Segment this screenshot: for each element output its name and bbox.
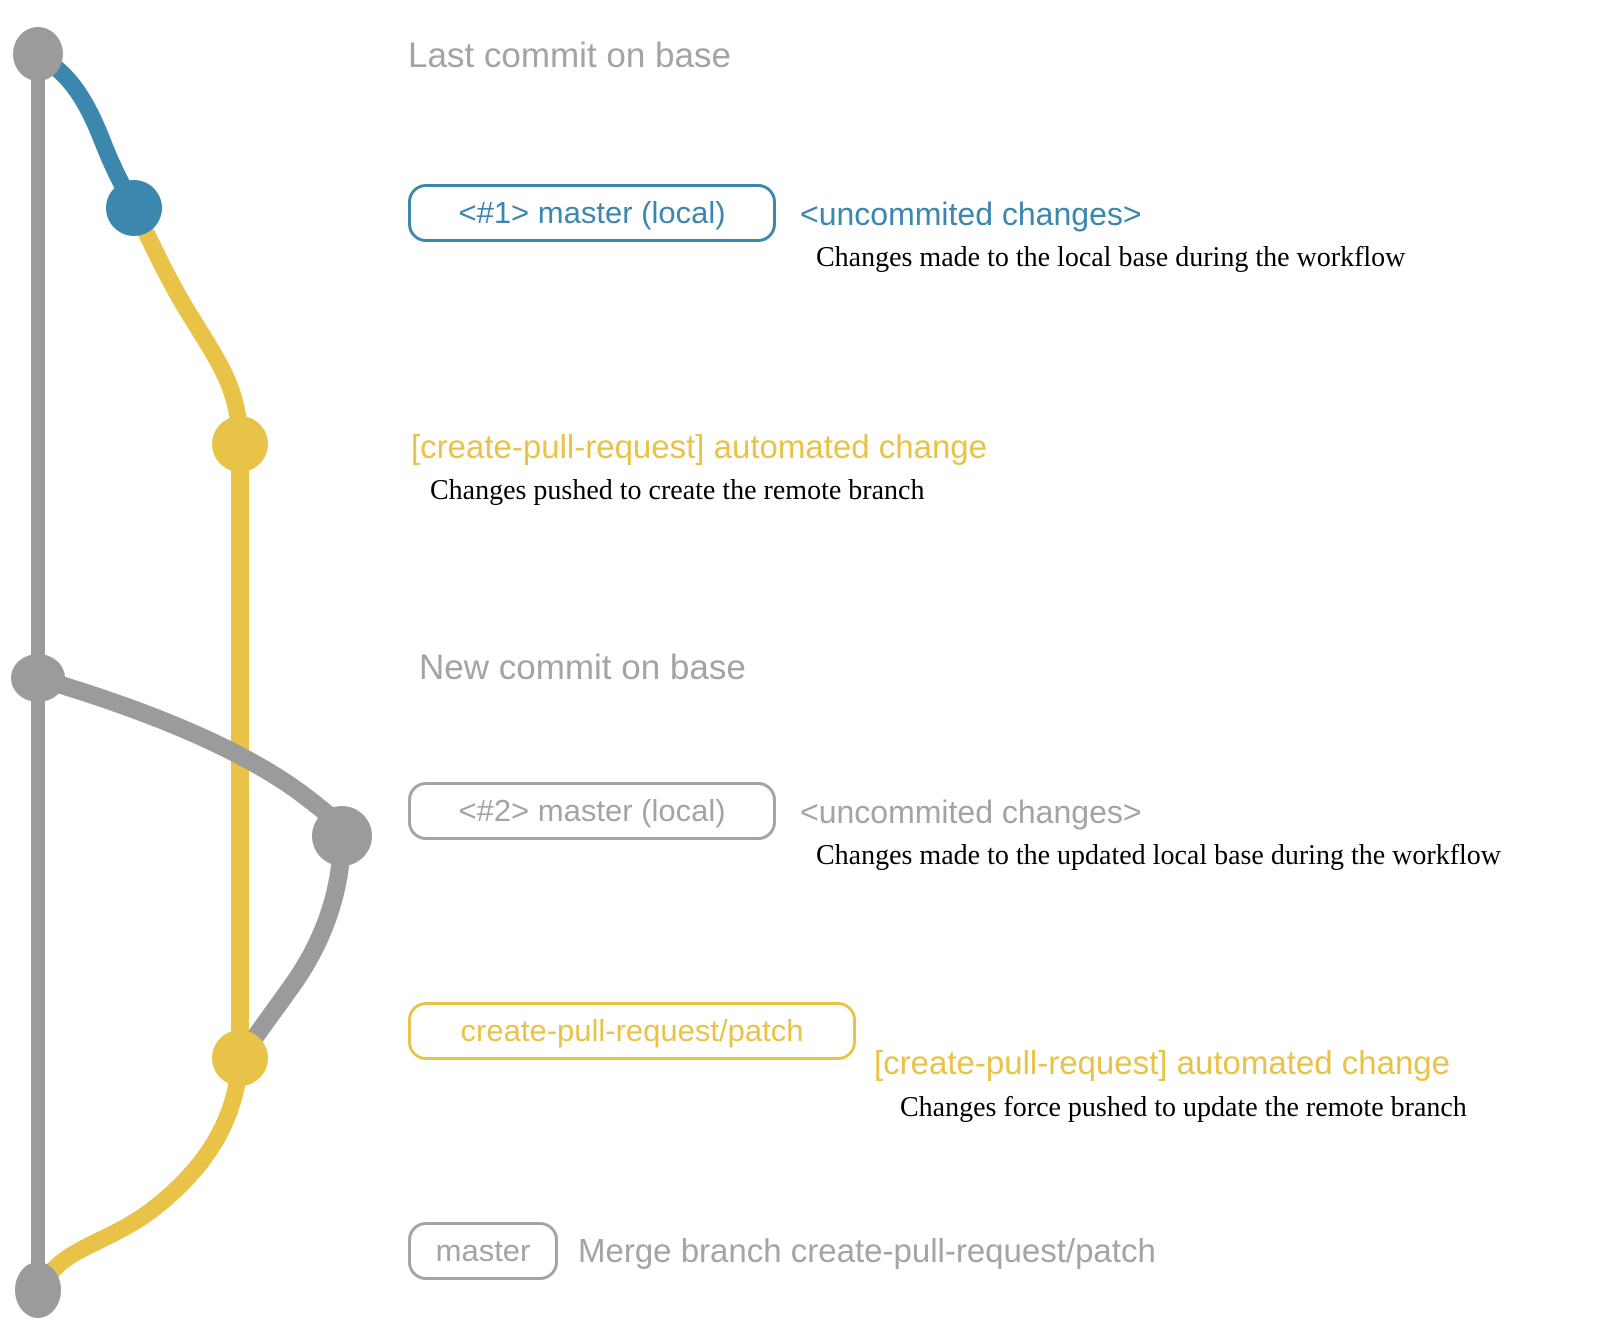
rebase-curve-upper	[29, 669, 351, 845]
branch-badge-master-local-2: <#2> master (local)	[408, 782, 776, 840]
description-local-changes-1: Changes made to the local base during th…	[816, 242, 1406, 273]
branch-badge-master-local-1: <#1> master (local)	[408, 184, 776, 242]
description-push-create: Changes pushed to create the remote bran…	[430, 475, 925, 506]
local-commit-2-node	[312, 806, 372, 866]
base-commit-bottom-node	[15, 1262, 61, 1318]
patch-commit-2-node	[212, 1030, 268, 1086]
base-commit-top-node	[13, 27, 63, 81]
patch-branch-top-curve	[127, 203, 249, 454]
branch-badge-label: create-pull-request/patch	[460, 1013, 804, 1048]
commit-message-automated-2: [create-pull-request] automated change	[874, 1044, 1451, 1081]
label-new-commit-on-base: New commit on base	[419, 648, 746, 687]
description-force-push: Changes force pushed to update the remot…	[900, 1092, 1467, 1123]
commit-message-automated-1: [create-pull-request] automated change	[411, 428, 988, 465]
local-commit-1-node	[106, 180, 162, 236]
label-last-commit-on-base: Last commit on base	[408, 36, 731, 75]
local-branch-1-curve	[29, 47, 143, 215]
description-local-changes-2: Changes made to the updated local base d…	[816, 840, 1502, 871]
branch-badge-label: <#1> master (local)	[458, 195, 726, 230]
rebase-curve-lower	[233, 827, 351, 1065]
branch-badge-create-pull-request-patch: create-pull-request/patch	[408, 1002, 856, 1060]
patch-merge-curve	[31, 1051, 249, 1299]
commit-message-uncommited-1: <uncommited changes>	[800, 196, 1142, 232]
branch-badge-label: master	[435, 1233, 531, 1268]
branch-badge-label: <#2> master (local)	[458, 793, 726, 828]
branch-badge-master: master	[408, 1222, 558, 1280]
base-commit-middle-node	[11, 654, 65, 702]
patch-commit-1-node	[212, 416, 268, 472]
commit-message-merge: Merge branch create-pull-request/patch	[578, 1232, 1156, 1269]
commit-message-uncommited-2: <uncommited changes>	[800, 794, 1142, 830]
